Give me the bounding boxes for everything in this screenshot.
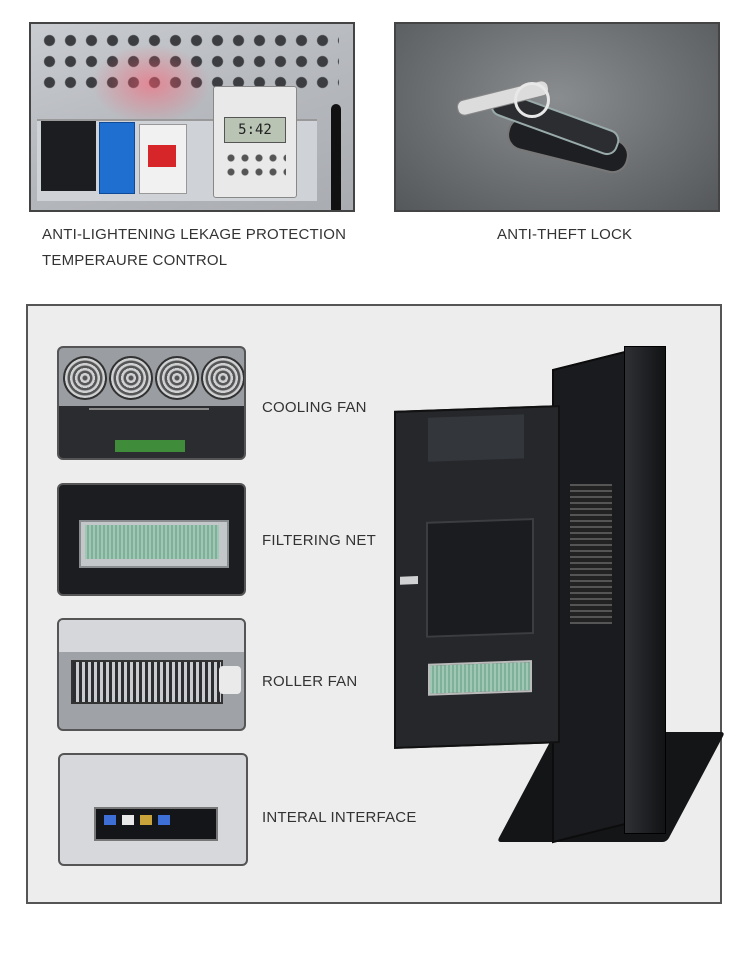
surge-protector (99, 122, 135, 194)
electrical-panel-photo: 5:42 (29, 22, 355, 212)
left-caption-line2: TEMPERAURE CONTROL (42, 252, 228, 269)
filter-net-photo (57, 483, 246, 596)
feature-label-roller-fan: ROLLER FAN (262, 673, 358, 690)
left-caption-line1: ANTI-LIGHTENING LEKAGE PROTECTION (42, 226, 347, 243)
cabinet-door (394, 405, 560, 749)
cooling-fan-photo (57, 346, 246, 460)
kiosk-cabinet-photo (392, 344, 726, 849)
interface-photo (58, 753, 248, 866)
leakage-breaker (139, 124, 187, 194)
controller-display: 5:42 (224, 117, 286, 143)
lock-photo (394, 22, 720, 212)
feature-label-interface: INTERAL INTERFACE (262, 809, 417, 826)
feature-label-filtering-net: FILTERING NET (262, 532, 376, 549)
roller-fan-photo (57, 618, 246, 731)
right-caption: ANTI-THEFT LOCK (497, 226, 633, 243)
door-handle-icon (400, 576, 418, 585)
feature-label-cooling-fan: COOLING FAN (262, 399, 367, 416)
temperature-controller: 5:42 (213, 86, 297, 198)
